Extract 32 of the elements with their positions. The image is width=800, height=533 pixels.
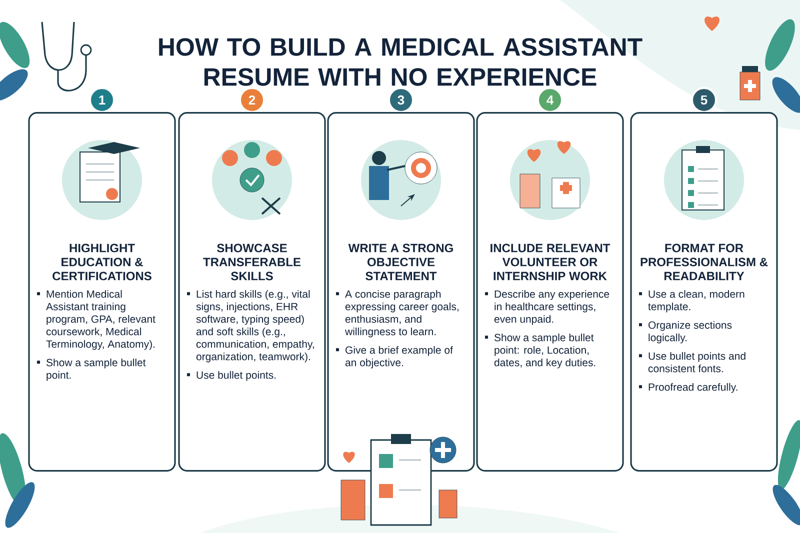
bullet-text: Use a clean, modern template. [639, 290, 744, 312]
number-badge [239, 87, 265, 113]
bullet-text: Proofread carefully. [639, 383, 738, 393]
bullet-text: Show a sample bullet point. [37, 358, 146, 381]
number-badge [89, 87, 115, 113]
card-heading: WRITE A STRONG OBJECTIVE STATEMENT [348, 244, 453, 280]
step-card [28, 112, 176, 472]
card-heading: FORMAT FOR PROFESSIONALISM & READABILITY [640, 244, 768, 280]
bullet-text: List hard skills (e.g., vital signs, injections, EHR software, typing speed) and soft skills (e.g., communication, empathy, organization, teamwork). [187, 290, 314, 362]
step-number: 2 [248, 95, 256, 105]
number-badge [691, 87, 717, 113]
step-number: 1 [99, 96, 106, 104]
bullet-text: Mention Medical Assistant training program, GPA, relevant coursework, Medical Terminology, Anatomy). [37, 290, 156, 350]
bullet-text: Give a brief example of an objective. [336, 346, 453, 368]
step-number: 5 [700, 95, 708, 105]
step-number: 4 [546, 96, 554, 104]
step-card [178, 112, 326, 472]
bullet-text: Use bullet points and consistent fonts. [639, 352, 746, 372]
step-number: 3 [398, 95, 404, 105]
bullet-text: Show a sample bullet point: role, Location, dates, and key duties. [485, 334, 596, 368]
number-badge [388, 87, 414, 113]
bullet-text: A concise paragraph expressing career goals, enthusiasm, and willingness to learn. [336, 290, 458, 338]
step-card [630, 112, 778, 472]
title: HOW TO BUILD A MEDICAL ASSISTANT RESUME WITH NO EXPERIENCE [159, 38, 642, 86]
card-heading: INCLUDE RELEVANT VOLUNTEER OR INTERNSHIP WORK [490, 244, 610, 280]
bullet-text: Describe any experience in healthcare settings, even unpaid. [485, 290, 610, 325]
bullet-text: Use bullet points. [187, 371, 276, 381]
number-badge [537, 87, 563, 113]
step-card [476, 112, 624, 472]
card-heading: SHOWCASE TRANSFERABLE SKILLS [203, 244, 301, 280]
bullet-text: Organize sections logically. [639, 321, 732, 344]
card-heading: HIGHLIGHT EDUCATION & CERTIFICATIONS [52, 244, 152, 280]
